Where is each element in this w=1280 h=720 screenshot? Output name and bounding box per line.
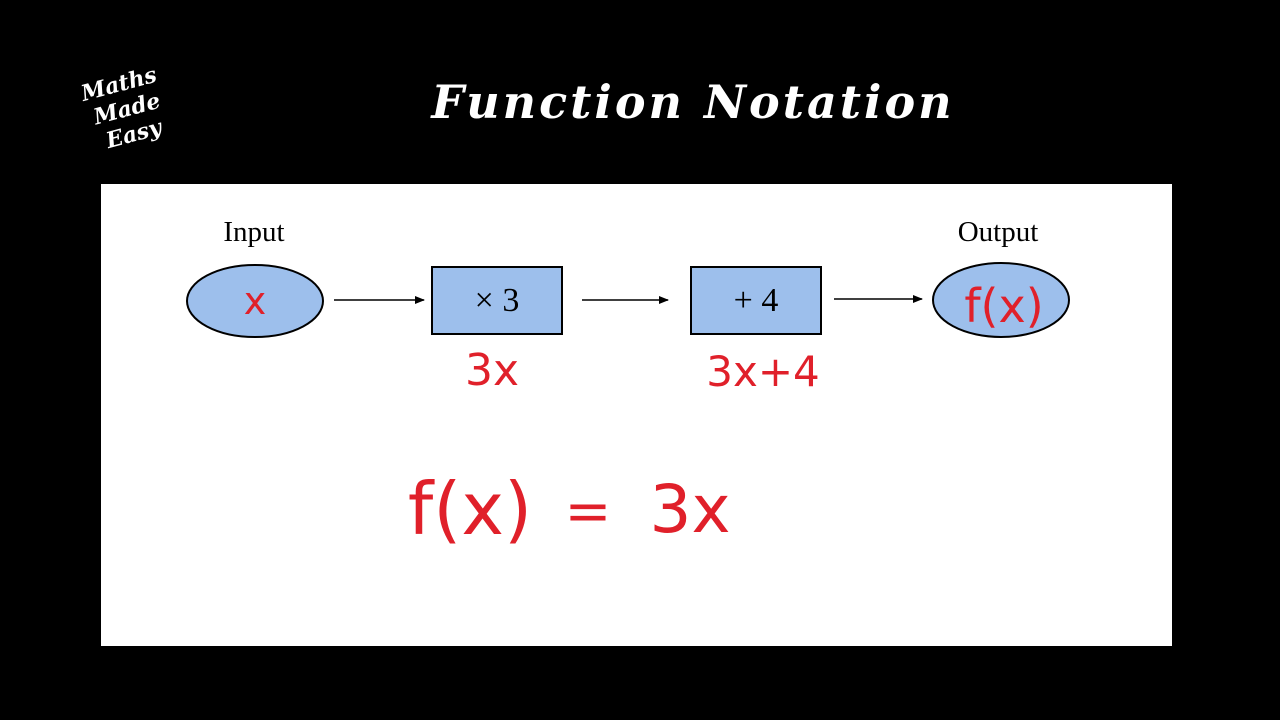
step1-operation: × 3 bbox=[475, 282, 520, 319]
equation-rhs: 3x bbox=[649, 471, 730, 548]
step2-result: 3x+4 bbox=[706, 347, 820, 396]
equation-equals: = bbox=[565, 479, 612, 544]
equation-lhs: f(x) bbox=[408, 467, 532, 551]
equation: f(x) = 3x bbox=[408, 467, 731, 551]
input-value: x bbox=[244, 279, 267, 323]
output-node bbox=[932, 262, 1070, 338]
step2-operation: + 4 bbox=[734, 282, 779, 319]
input-label: Input bbox=[223, 216, 284, 248]
step1-box bbox=[431, 266, 563, 335]
step1-result: 3x bbox=[465, 345, 519, 396]
step2-box bbox=[690, 266, 822, 335]
output-value: f(x) bbox=[964, 279, 1043, 333]
whiteboard bbox=[101, 184, 1172, 646]
page-title: Function Notation bbox=[429, 75, 954, 129]
output-label: Output bbox=[958, 216, 1039, 248]
maths-made-easy-logo: Maths Made Easy bbox=[77, 62, 166, 154]
input-node bbox=[186, 264, 324, 338]
